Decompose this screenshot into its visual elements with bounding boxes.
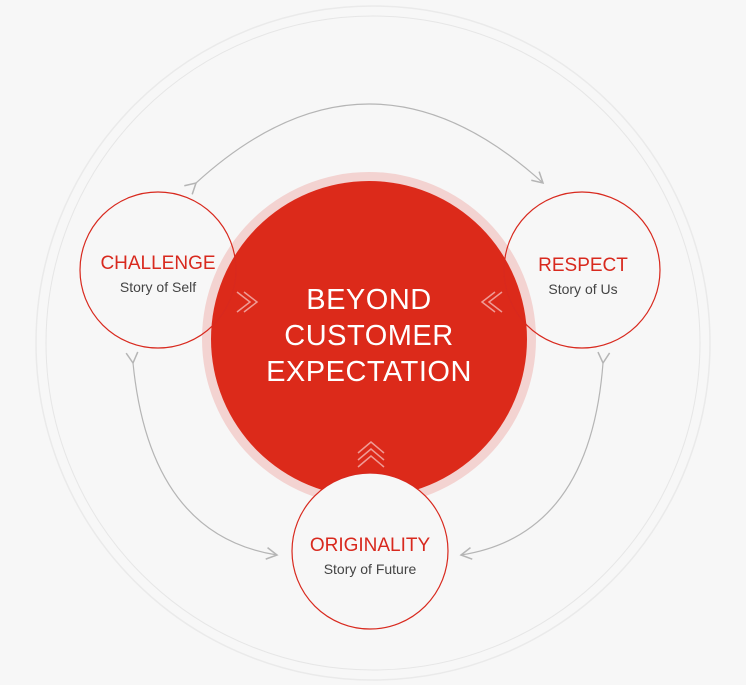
challenge-circle: [79, 191, 237, 349]
center-circle: [211, 181, 527, 497]
node-title: ORIGINALITY: [309, 535, 431, 556]
arrow-challenge-originality: [125, 351, 279, 560]
node-title: CHALLENGE: [100, 253, 216, 274]
arrow-respect-originality: [459, 351, 611, 560]
node-subtitle: Story of Self: [119, 279, 197, 295]
chevron-up-icon: [357, 441, 385, 468]
center-title-line: CUSTOMER: [284, 320, 454, 352]
center-title-line: EXPECTATION: [266, 356, 472, 388]
arrow-challenge-respect: [184, 103, 545, 195]
outer-ring: [35, 5, 711, 681]
inner-ring: [45, 15, 701, 671]
node-title: RESPECT: [538, 255, 628, 276]
node-subtitle: Story of Us: [548, 281, 618, 297]
value-node-challenge: CHALLENGE Story of Self: [80, 252, 236, 298]
center-title-line: BEYOND: [306, 284, 432, 316]
chevron-left-icon: [480, 291, 503, 313]
originality-circle: [291, 472, 449, 630]
respect-circle: [503, 191, 661, 349]
chevron-right-icon: [236, 291, 259, 313]
value-node-respect: RESPECT Story of Us: [505, 254, 661, 300]
center-title: BEYOND CUSTOMER EXPECTATION: [211, 282, 527, 390]
value-node-originality: ORIGINALITY Story of Future: [292, 534, 448, 580]
node-subtitle: Story of Future: [323, 561, 417, 577]
